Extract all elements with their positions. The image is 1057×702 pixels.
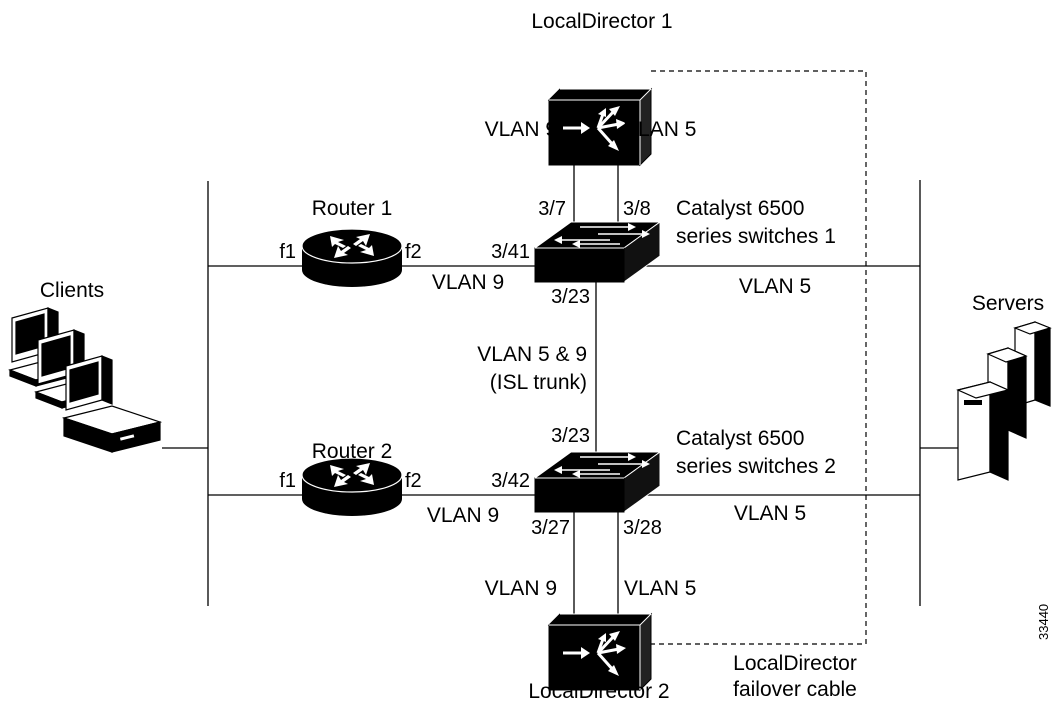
- clients-computers-icon: [8, 307, 163, 453]
- load-balancer-icon: [563, 106, 626, 151]
- switch-1-label-line2: series switches 1: [676, 225, 836, 248]
- port-label: 3/8: [623, 198, 651, 220]
- ld1-left-vlan-label: VLAN 9: [485, 118, 557, 141]
- ld1-right-vlan-label: VLAN 5: [624, 118, 696, 141]
- switch-2-label-line2: series switches 2: [676, 455, 836, 478]
- port-label: 3/42: [491, 470, 530, 492]
- router-1-device: [301, 228, 403, 287]
- router-1-vlan-label: VLAN 9: [432, 271, 504, 294]
- router-2-vlan-label: VLAN 9: [427, 504, 499, 527]
- router-arrows-icon: [330, 463, 374, 487]
- ld2-left-vlan-label: VLAN 9: [485, 577, 557, 600]
- catalyst-switch-1: [533, 221, 662, 283]
- labels: LocalDirector 1 LocalDirector 2 Router 1…: [40, 10, 1051, 702]
- trunk-label-line1: VLAN 5 & 9: [477, 343, 587, 366]
- port-label: 3/23: [551, 425, 590, 447]
- switch-arrows-icon: [554, 223, 650, 248]
- failover-label-line1: LocalDirector: [733, 652, 857, 675]
- figure-id-label: 33440: [1036, 604, 1051, 640]
- switch-arrows-icon: [554, 453, 650, 478]
- port-label: 3/41: [491, 241, 530, 263]
- switch-2-label-line1: Catalyst 6500: [676, 427, 804, 450]
- localdirector-1-device: [547, 87, 653, 167]
- port-label: f1: [279, 470, 296, 492]
- localdirector-1-label: LocalDirector 1: [531, 10, 672, 33]
- router-2-device: [301, 457, 403, 516]
- port-label: f2: [405, 241, 422, 263]
- router-2-label: Router 2: [312, 440, 393, 463]
- catalyst-switch-2: [533, 451, 662, 513]
- servers-icon: [956, 321, 1052, 481]
- failover-label-line2: failover cable: [733, 678, 857, 701]
- switch-2-server-vlan-label: VLAN 5: [734, 502, 806, 525]
- port-label: f2: [405, 470, 422, 492]
- localdirector-2-label: LocalDirector 2: [528, 680, 669, 702]
- router-1-label: Router 1: [312, 197, 393, 220]
- switch-1-label-line1: Catalyst 6500: [676, 197, 804, 220]
- trunk-label-line2: (ISL trunk): [490, 371, 587, 394]
- port-label: 3/23: [551, 286, 590, 308]
- router-arrows-icon: [330, 234, 374, 258]
- clients-label: Clients: [40, 279, 104, 302]
- failover-cable-line: [651, 70, 867, 645]
- ld2-right-vlan-label: VLAN 5: [624, 577, 696, 600]
- servers-label: Servers: [972, 292, 1044, 315]
- load-balancer-icon: [563, 631, 626, 676]
- port-label: 3/28: [623, 517, 662, 539]
- port-label: 3/7: [538, 198, 566, 220]
- port-label: 3/27: [531, 517, 570, 539]
- localdirector-2-device: [547, 612, 653, 692]
- switch-1-server-vlan-label: VLAN 5: [739, 275, 811, 298]
- port-label: f1: [279, 241, 296, 263]
